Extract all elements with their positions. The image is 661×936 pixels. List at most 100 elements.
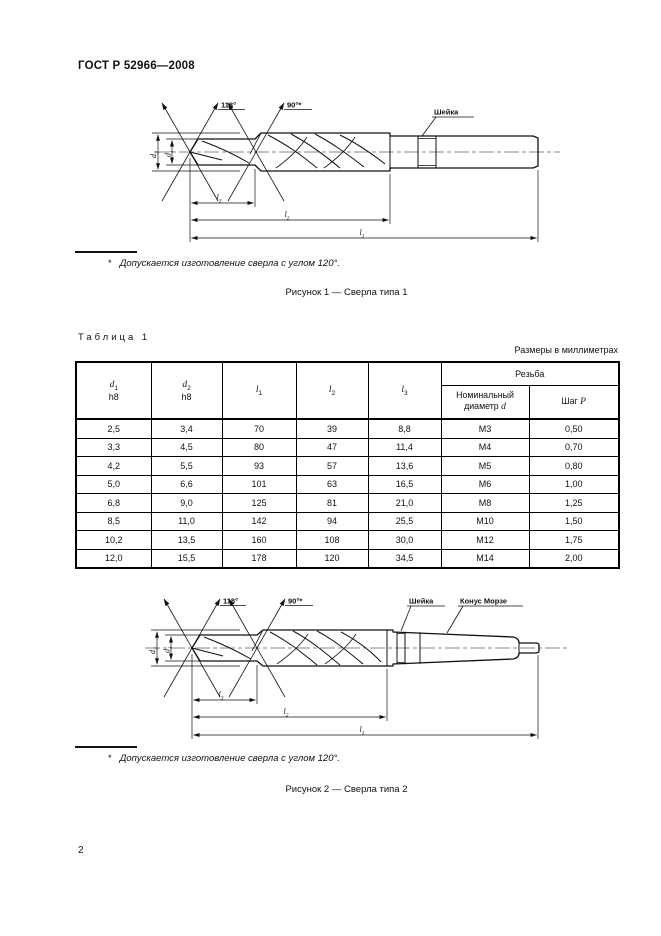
table-cell: 1,75: [528, 530, 620, 550]
col-header-l2: l2: [295, 361, 369, 420]
table-cell: 6,6: [150, 474, 223, 494]
col-header-thread-pitch: Шаг P: [528, 385, 620, 420]
table-cell: M3: [440, 418, 530, 439]
table-cell: 178: [221, 548, 297, 569]
dim-l1-label: l1: [360, 228, 365, 240]
footnote-marker: *: [108, 258, 112, 269]
table-cell: 34,5: [367, 548, 442, 569]
table-cell: 2,00: [528, 548, 620, 569]
table-cell: 25,5: [367, 511, 442, 531]
table-cell: M8: [440, 493, 530, 513]
neck-label: Шейка: [434, 108, 459, 117]
table-cell: 2,5: [75, 418, 152, 439]
d-dimension-lines: [151, 629, 240, 667]
table-cell: 8,5: [75, 511, 152, 531]
neck-leader: [421, 116, 474, 137]
table-cell: 13,6: [367, 456, 442, 476]
table-cell: 0,70: [528, 437, 620, 457]
neck-label: Шейка: [409, 597, 434, 606]
table-cell: 63: [295, 474, 369, 494]
table-cell: 80: [221, 437, 297, 457]
table-cell: 30,0: [367, 530, 442, 550]
table-cell: 3,3: [75, 437, 152, 457]
table-cell: 15,5: [150, 548, 223, 569]
table-cell: 5,0: [75, 474, 152, 494]
page-number: 2: [78, 845, 84, 856]
drill-outline: [189, 132, 539, 172]
figure1-footnote: * Допускается изготовление сверла с углом…: [108, 258, 568, 269]
morse-taper-label: Конус Морзе: [460, 597, 507, 606]
table-cell: 4,5: [150, 437, 223, 457]
dim-l2-label: l2: [284, 707, 289, 719]
figure1-caption: Рисунок 1 — Сверла типа 1: [285, 287, 408, 298]
dim-l3-label: l3: [217, 193, 222, 205]
col-header-thread: Резьба: [440, 361, 620, 386]
table-cell: M14: [440, 548, 530, 569]
dim-l2-label: l2: [285, 210, 290, 222]
table-cell: 6,8: [75, 493, 152, 513]
footnote-text: Допускается изготовление сверла с углом …: [119, 258, 340, 269]
morse-leader: [446, 605, 523, 634]
table-cell: M12: [440, 530, 530, 550]
table-cell: 10,2: [75, 530, 152, 550]
table-cell: 16,5: [367, 474, 442, 494]
table-cell: 12,0: [75, 548, 152, 569]
table-cell: 5,5: [150, 456, 223, 476]
dim-l3-label: l3: [219, 690, 224, 702]
dim-l1-label: l1: [360, 725, 365, 737]
table-cell: 3,4: [150, 418, 223, 439]
angle-90-lines: [227, 102, 312, 202]
figure2-caption: Рисунок 2 — Сверла типа 2: [285, 784, 408, 795]
drill-flutes: [189, 132, 386, 169]
table-cell: 0,80: [528, 456, 620, 476]
angle-118-label: 118°: [223, 597, 238, 606]
table-cell: 13,5: [150, 530, 223, 550]
figure2-footnote: * Допускается изготовление сверла с углом…: [108, 753, 568, 764]
footnote-separator-2: [75, 746, 137, 748]
length-dimension-lines: [189, 158, 539, 242]
table-cell: 70: [221, 418, 297, 439]
figure1-drawing: 118° 90°* Шейка l3 l2 l1 d2 d1: [149, 101, 560, 242]
table-cell: 11,4: [367, 437, 442, 457]
standard-number: ГОСТ Р 52966—2008: [78, 60, 195, 72]
dim-d1-label: d1: [164, 150, 176, 157]
table-cell: 11,0: [150, 511, 223, 531]
table-cell: 125: [221, 493, 297, 513]
dim-d1-label: d1: [163, 646, 175, 653]
table-cell: 101: [221, 474, 297, 494]
table-cell: M5: [440, 456, 530, 476]
table-cell: 21,0: [367, 493, 442, 513]
table-cell: 9,0: [150, 493, 223, 513]
table-cell: 39: [295, 418, 369, 439]
units-note: Размеры в миллиметрах: [514, 345, 618, 355]
table-cell: 8,8: [367, 418, 442, 439]
table-cell: 4,2: [75, 456, 152, 476]
d-dimension-lines: [152, 132, 240, 172]
col-header-l1: l1: [221, 361, 297, 420]
angle-90-label: 90°*: [288, 597, 302, 606]
table-cell: 0,50: [528, 418, 620, 439]
length-dimension-lines: [191, 654, 539, 739]
figure2-drawing: 118° 90°* Шейка Конус Морзе l3 l2 l1 d2 …: [145, 597, 567, 739]
footnote-text: Допускается изготовление сверла с углом …: [119, 753, 340, 764]
table-cell: 94: [295, 511, 369, 531]
table-cell: 93: [221, 456, 297, 476]
table-cell: 1,00: [528, 474, 620, 494]
footnote-separator-1: [75, 251, 137, 253]
table-cell: 160: [221, 530, 297, 550]
dim-d2-label: d2: [149, 151, 161, 158]
footnote-marker: *: [108, 753, 112, 764]
table-cell: 120: [295, 548, 369, 569]
